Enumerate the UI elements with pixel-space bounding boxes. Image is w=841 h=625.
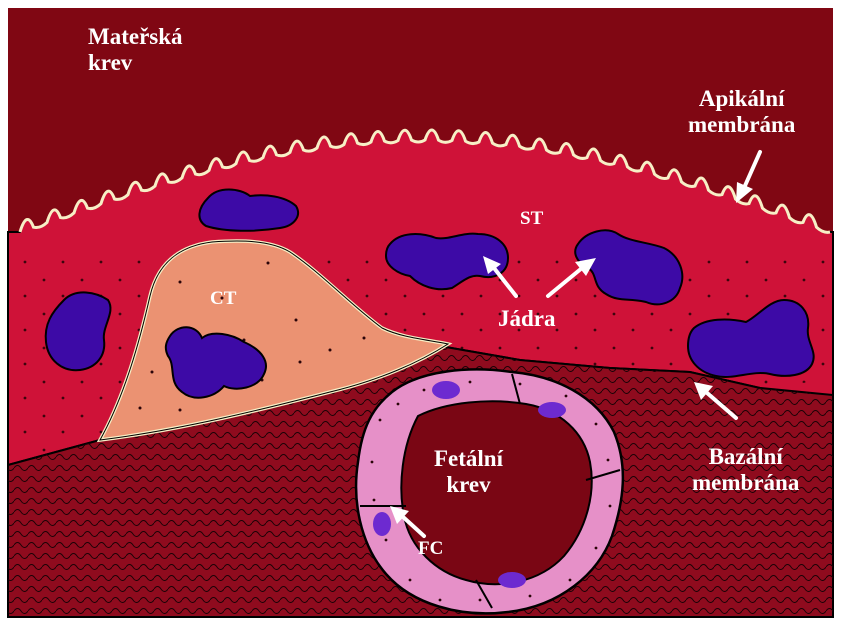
label-apical-membrane-line1: Apikální [688, 86, 795, 112]
label-maternal-blood-line2: krev [88, 50, 183, 76]
label-basal-membrane-line2: membrána [692, 470, 799, 496]
label-fetal-blood: Fetální krev [434, 446, 503, 499]
label-st: ST [520, 208, 543, 230]
label-fetal-blood-line1: Fetální [434, 446, 503, 472]
label-apical-membrane: Apikální membrána [688, 86, 795, 139]
label-maternal-blood: Mateřská krev [88, 24, 183, 77]
label-nuclei: Jádra [498, 306, 556, 332]
label-ct: CT [210, 288, 236, 310]
label-fc: FC [418, 538, 443, 560]
endothelial-nucleus [498, 572, 526, 588]
label-apical-membrane-line2: membrána [688, 112, 795, 138]
endothelial-nucleus [432, 381, 460, 399]
endothelial-nucleus [373, 512, 391, 536]
label-basal-membrane-line1: Bazální [692, 444, 799, 470]
endothelial-nucleus [538, 402, 566, 418]
label-fetal-blood-line2: krev [434, 472, 503, 498]
label-basal-membrane: Bazální membrána [692, 444, 799, 497]
label-maternal-blood-line1: Mateřská [88, 24, 183, 50]
